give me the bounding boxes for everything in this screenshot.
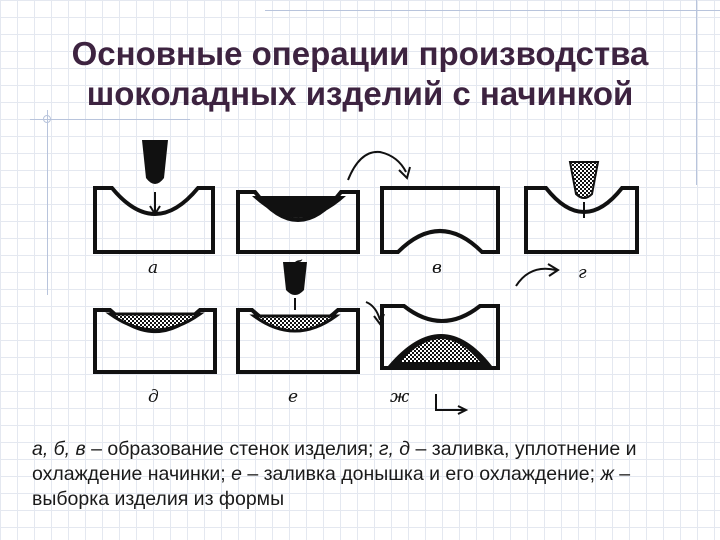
step-b-figure [236, 190, 360, 254]
step-a-figure [93, 140, 215, 254]
step-v-figure [347, 150, 500, 254]
label-d: д [148, 387, 159, 407]
label-a: а [148, 258, 158, 278]
caption: а, б, в – образование стенок изделия; г,… [32, 437, 692, 512]
product-filling [400, 339, 480, 362]
frame-line-right [696, 0, 697, 185]
mold [93, 186, 215, 254]
curved-arrow-icon [347, 150, 407, 181]
frame-line-top [30, 119, 190, 120]
caption-letter-4: ж [600, 463, 614, 485]
filling [105, 312, 205, 332]
label-g: г [578, 263, 587, 283]
page-title: Основные операции производства шоколадны… [0, 34, 720, 114]
caption-letters-1: а, б, в [32, 438, 86, 460]
step-zh-figure [380, 304, 500, 415]
mold [380, 304, 500, 370]
crosshair-icon [43, 115, 51, 123]
title-line-1: Основные операции производства [71, 35, 649, 72]
caption-text-2: – заливка, уплотнение и охлаждение начин… [32, 438, 637, 485]
nozzle-icon [568, 161, 600, 199]
caption-text-1: – образование стенок изделия; [85, 438, 379, 460]
label-e: е [288, 387, 298, 407]
label-zh: ж [390, 387, 410, 407]
nozzle-icon [142, 140, 168, 184]
filling [249, 314, 341, 333]
chocolate-fill [252, 196, 346, 218]
process-diagram: а б в г д е [93, 140, 639, 415]
step-d-figure [93, 308, 217, 374]
caption-text-3: – заливка донышка и его охлаждение; [241, 463, 601, 485]
nozzle-icon [283, 262, 307, 295]
arrow-right-icon [435, 394, 464, 411]
frame-line-left [47, 110, 48, 295]
caption-letter-3: е [231, 463, 242, 485]
caption-letters-2: г, д [378, 438, 411, 460]
label-v: в [432, 258, 442, 278]
mold [524, 186, 639, 254]
curved-arrow-icon [515, 267, 557, 287]
curved-arrow-icon [365, 301, 381, 321]
caption-text-4: – выборка изделия из формы [32, 463, 631, 510]
inverted-mold [380, 186, 500, 254]
frame-line-top-right [265, 10, 720, 11]
title-line-2: шоколадных изделий с начинкой [86, 75, 634, 112]
step-e-figure [236, 262, 385, 374]
step-g-figure [515, 161, 639, 287]
